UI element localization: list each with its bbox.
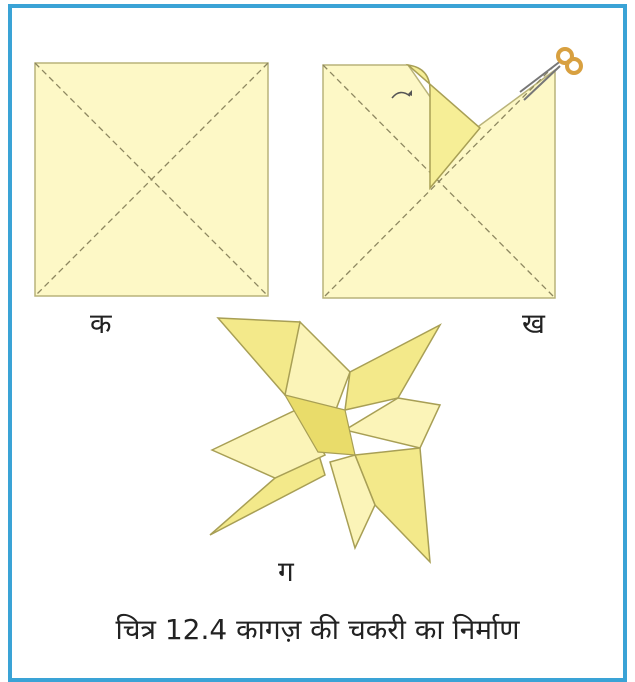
label-ka: क <box>90 310 112 338</box>
figure-caption: चित्र 12.4 कागज़ की चकरी का निर्माण <box>0 610 635 648</box>
folded-paper-kha <box>323 65 555 298</box>
label-ga: ग <box>278 558 294 586</box>
pinwheel-ga <box>210 318 440 562</box>
label-kha: ख <box>522 310 545 338</box>
square-paper-ka <box>35 63 268 296</box>
